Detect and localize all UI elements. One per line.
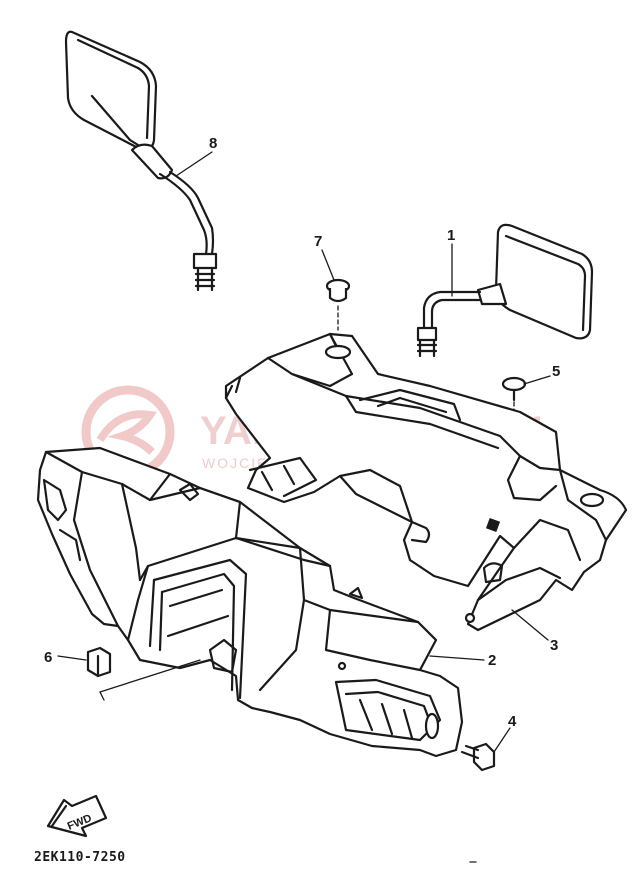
- bracket-assembly: [224, 332, 628, 632]
- handlebar-cover: [36, 446, 464, 758]
- callout-3: 3: [550, 637, 558, 654]
- bolt-lower: [460, 742, 496, 772]
- callouts: 8 1 7 5 3 2 4 6: [44, 135, 560, 730]
- forward-arrow-icon: FWD: [46, 794, 108, 838]
- leader-lines: [57, 151, 551, 753]
- mirror-right: [416, 223, 594, 358]
- callout-5: 5: [552, 363, 560, 380]
- callout-1: 1: [447, 227, 455, 244]
- mirror-left: [64, 30, 218, 292]
- diagram-code: 2EK110-7250: [34, 850, 126, 865]
- callout-4: 4: [508, 713, 517, 730]
- callout-2: 2: [488, 652, 496, 669]
- callout-8: 8: [209, 135, 217, 152]
- nut: [86, 646, 201, 701]
- grommet: [325, 278, 351, 331]
- callout-7: 7: [314, 233, 322, 250]
- callout-6: 6: [44, 649, 52, 666]
